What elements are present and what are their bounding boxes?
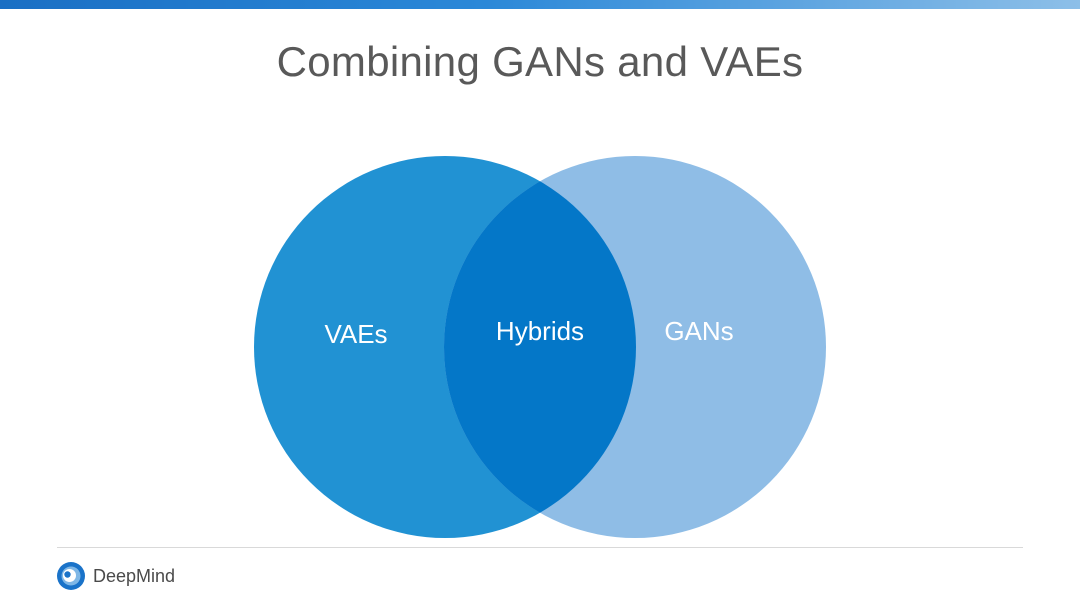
hybrids-label: Hybrids xyxy=(496,316,584,346)
footer-logo: DeepMind xyxy=(56,561,175,591)
footer-brand-text: DeepMind xyxy=(93,565,176,586)
footer-divider xyxy=(57,547,1023,548)
vaes-label: VAEs xyxy=(324,319,387,349)
deepmind-logo-icon xyxy=(57,562,85,590)
hybrids-overlap xyxy=(444,156,636,538)
slide-title: Combining GANs and VAEs xyxy=(276,38,804,85)
gans-label: GANs xyxy=(664,316,733,346)
top-accent-bar xyxy=(0,0,1080,9)
